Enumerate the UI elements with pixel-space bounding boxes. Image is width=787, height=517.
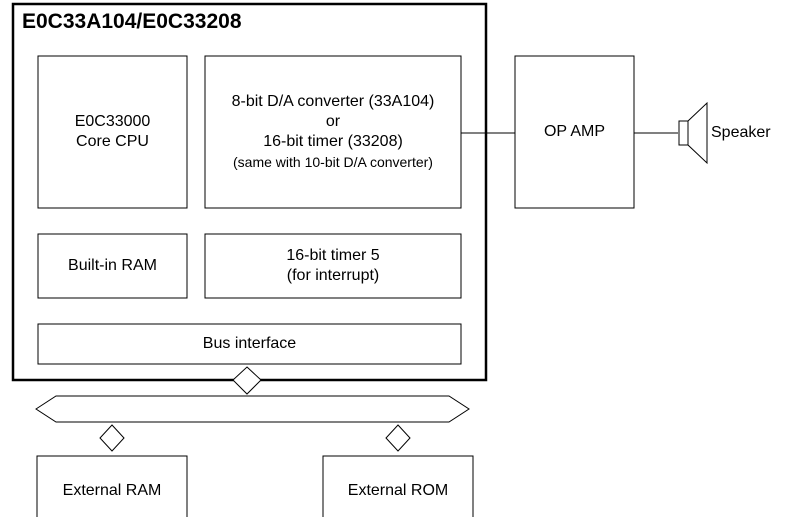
ext-ram-label: External RAM bbox=[62, 482, 162, 499]
timer5-label-line1: 16-bit timer 5 bbox=[286, 247, 380, 264]
bus-interface-label: Bus interface bbox=[202, 335, 297, 352]
timer5-block bbox=[204, 233, 462, 299]
speaker-icon bbox=[678, 101, 708, 165]
dac-label-line4: (same with 10-bit D/A converter) bbox=[233, 154, 433, 170]
ext-rom-block bbox=[322, 455, 474, 517]
op-amp-block bbox=[514, 55, 635, 209]
op-amp-label: OP AMP bbox=[543, 123, 606, 140]
cpu-label-line1: E0C33000 bbox=[74, 113, 151, 130]
ram-block bbox=[37, 233, 188, 299]
dac-label-line2: or bbox=[325, 113, 341, 130]
dac-label: 8-bit D/A converter (33A104) or 16-bit t… bbox=[205, 56, 461, 208]
cpu-block bbox=[37, 55, 188, 209]
speaker-label: Speaker bbox=[711, 124, 771, 141]
dac-block bbox=[204, 55, 462, 209]
ext-ram-block bbox=[36, 455, 188, 517]
bus-interface-block bbox=[37, 323, 462, 365]
ext-rom-label: External ROM bbox=[347, 482, 449, 499]
timer5-label-line2: (for interrupt) bbox=[286, 267, 380, 284]
system-bus bbox=[35, 395, 470, 423]
chip-title: E0C33A104/E0C33208 bbox=[22, 10, 242, 33]
ext-ram-bus-connector bbox=[99, 424, 125, 452]
ext-rom-bus-connector bbox=[385, 424, 411, 452]
cpu-label: E0C33000 Core CPU bbox=[38, 56, 187, 208]
dac-label-line3: 16-bit timer (33208) bbox=[263, 133, 403, 150]
cpu-label-line2: Core CPU bbox=[76, 133, 149, 150]
timer5-label: 16-bit timer 5 (for interrupt) bbox=[205, 234, 461, 298]
ram-label: Built-in RAM bbox=[68, 257, 157, 274]
dac-label-line1: 8-bit D/A converter (33A104) bbox=[231, 93, 435, 110]
chip-bus-connector bbox=[232, 366, 262, 395]
